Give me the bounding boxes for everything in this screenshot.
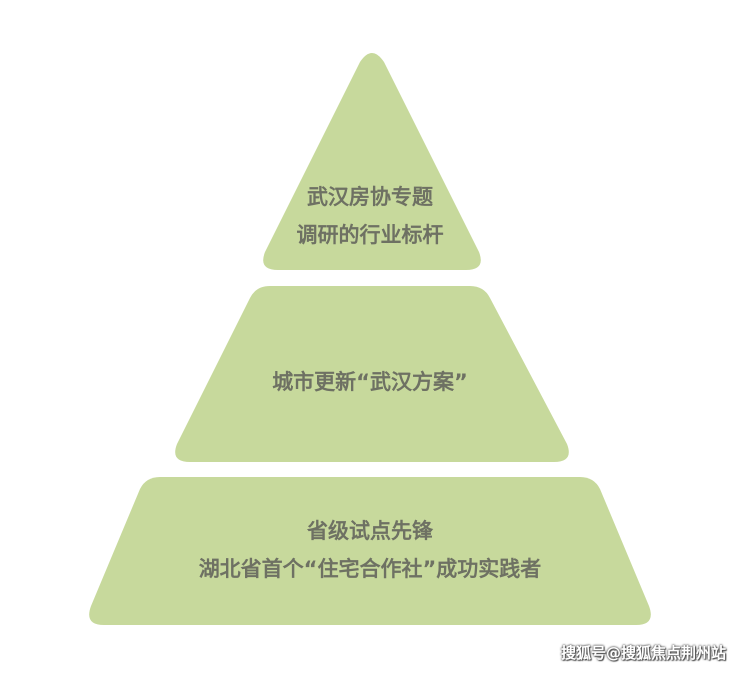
pyramid-tier-middle-shape <box>175 286 569 462</box>
pyramid-tier-bottom-label: 省级试点先锋 湖北省首个“住宅合作社”成功实践者 <box>0 512 740 588</box>
watermark: 搜狐号@搜狐焦点荆州站 <box>560 644 726 662</box>
pyramid-tier-middle-label: 城市更新“武汉方案” <box>0 363 740 401</box>
pyramid-tier-top-label: 武汉房协专题 调研的行业标杆 <box>0 178 740 254</box>
pyramid-tier-bottom-shape <box>89 477 651 625</box>
tier-bottom-line-1: 省级试点先锋 <box>307 519 433 543</box>
tier-top-line-2: 调研的行业标杆 <box>296 223 444 247</box>
tier-bottom-line-2: 湖北省首个“住宅合作社”成功实践者 <box>198 557 542 581</box>
tier-middle-line-1: 城市更新“武汉方案” <box>272 370 468 394</box>
tier-top-line-1: 武汉房协专题 <box>307 185 433 209</box>
pyramid-tier-top-shape <box>263 53 481 270</box>
